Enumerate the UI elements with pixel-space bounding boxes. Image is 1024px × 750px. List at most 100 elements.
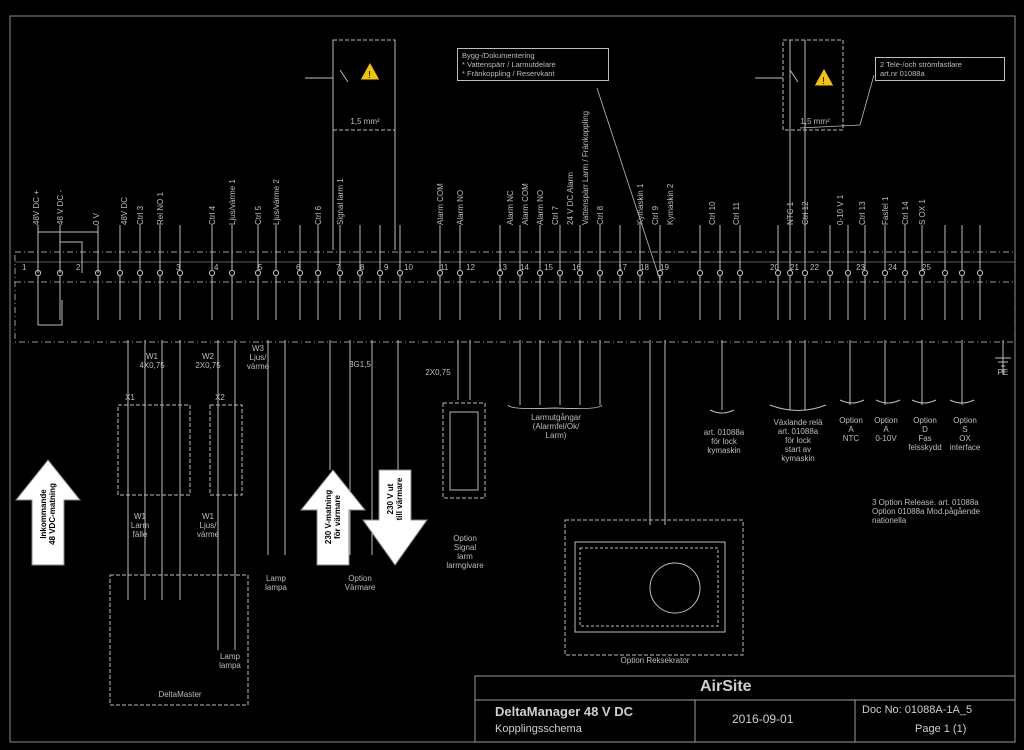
terminal-contact	[901, 269, 909, 277]
wire-label-w5: 2X0,75	[425, 368, 451, 377]
w-label-2: W1 Ljus/ värme	[196, 512, 220, 539]
terminal-contact	[881, 269, 889, 277]
supply-arrow-down	[362, 469, 428, 566]
terminal-contact	[774, 269, 782, 277]
sheet-border	[9, 15, 1016, 743]
terminal-number: 2	[76, 263, 81, 272]
page-number: Page 1 (1)	[915, 723, 967, 735]
option-0-10v-label: Option A 0-10V	[874, 416, 898, 443]
terminal-number: 18	[640, 263, 649, 272]
terminal-contact	[456, 269, 464, 277]
terminal-number: 12	[466, 263, 475, 272]
terminal-number: 22	[810, 263, 819, 272]
supply-arrow-label: 230 V-matning för värmare	[324, 489, 342, 545]
terminal-label: 24 V DC Alarm	[566, 172, 575, 225]
terminal-number: 20	[770, 263, 779, 272]
alarm-brace	[507, 404, 603, 410]
connector-x1-label: X1	[125, 393, 135, 402]
rekuperator-box	[564, 519, 744, 656]
terminal-contact	[228, 269, 236, 277]
terminal-contact	[376, 269, 384, 277]
terminal-contact	[516, 269, 524, 277]
terminal-contact	[716, 269, 724, 277]
lamp-label: Lamp lampa	[265, 574, 287, 592]
option-sox-label: Option S OX interface	[949, 416, 981, 452]
terminal-label: Ctrl 8	[596, 205, 605, 225]
dimension-label: 1,5 mm²	[800, 117, 830, 126]
terminal-label: Kymaskin 1	[636, 183, 645, 225]
terminal-label: Signal larm 1	[336, 178, 345, 225]
terminal-contact	[736, 269, 744, 277]
terminal-contact	[436, 269, 444, 277]
terminal-contact	[576, 269, 584, 277]
terminal-label: Alarm NC	[506, 190, 515, 225]
terminal-label: Ctrl 4	[208, 205, 217, 225]
terminal-label: Ctrl 11	[732, 202, 741, 225]
terminal-contact	[786, 269, 794, 277]
terminal-label: Alarm NO	[536, 189, 545, 225]
terminal-contact	[254, 269, 262, 277]
terminal-contact	[826, 269, 834, 277]
terminal-contact	[208, 269, 216, 277]
terminal-label: Ctrl 7	[551, 205, 560, 225]
terminal-label: Ctrl 6	[314, 205, 323, 225]
terminal-label: 0-10 V 1	[836, 194, 845, 225]
terminal-contact	[918, 269, 926, 277]
heater-arrow-label: 230 V ut till värmare	[386, 477, 404, 521]
rekuperator-label: Option Reksekrator	[620, 656, 690, 665]
terminal-number: 17	[618, 263, 627, 272]
terminal-label: Alarm NO	[456, 189, 465, 225]
note-box-2: 2 Tele-/och strömfastlare art.nr 01088a	[875, 57, 1005, 81]
terminal-label: Vattenspärr Larm / Fränkoppling	[581, 110, 590, 225]
product-title: DeltaManager 48 V DC	[495, 704, 633, 719]
terminal-contact	[336, 269, 344, 277]
terminal-label: Ctrl 12	[801, 201, 810, 225]
terminal-contact	[536, 269, 544, 277]
w-label-1: W1 Larm fälle	[130, 512, 150, 539]
terminal-number: 5	[258, 263, 263, 272]
lamp-label-2: Lamp lampa	[219, 652, 241, 670]
input-arrow-label: Inkommande 48 VDC-matning	[39, 483, 57, 545]
wire-label-w4: 3G1,5	[349, 360, 371, 369]
terminal-label: Ctrl 9	[651, 205, 660, 225]
terminal-number: 6	[296, 263, 301, 272]
title-block	[474, 675, 1016, 743]
terminal-number: 9	[384, 263, 389, 272]
terminal-label: 48V DC +	[32, 190, 41, 225]
wire-label-w1: W1 4X0,75	[139, 352, 165, 370]
terminal-contact	[314, 269, 322, 277]
terminal-contact	[556, 269, 564, 277]
terminal-contacts	[34, 225, 984, 320]
terminal-label: Ctrl 5	[254, 205, 263, 225]
deltamaster-label: DeltaMaster	[158, 690, 202, 699]
wire-label-w2: W2 2X0,75	[195, 352, 221, 370]
warning-icon: !	[359, 60, 381, 81]
terminal-contact	[801, 269, 809, 277]
terminal-number: 23	[856, 263, 865, 272]
terminal-label: 0 V	[92, 212, 101, 225]
heater-option-label: Option Värmare	[344, 574, 376, 592]
terminal-label: NTC 1	[786, 201, 795, 225]
terminal-label: S OX 1	[918, 199, 927, 225]
terminal-label: Fasfel 1	[881, 196, 890, 225]
terminal-contact	[176, 269, 184, 277]
terminal-label: Ljus/värme 2	[272, 179, 281, 225]
terminal-contact	[296, 269, 304, 277]
alarm-outputs-label: Larmutgångar (Alarmfel/Ok/ Larm)	[531, 413, 581, 440]
terminal-contact	[844, 269, 852, 277]
terminal-label: Alarm COM	[436, 183, 445, 225]
relay-label-1: art. 01088a för lock kymaskin	[703, 428, 745, 455]
fuse-box-2	[755, 39, 844, 250]
supply-arrow-up	[299, 469, 367, 566]
terminal-contact	[272, 269, 280, 277]
option-phase-label: Option D Fas felsskydd	[908, 416, 942, 452]
terminal-contact	[636, 269, 644, 277]
bridge-wire	[37, 231, 99, 273]
company-name: AirSite	[700, 678, 752, 695]
option-ntc-label: Option A NTC	[839, 416, 863, 443]
terminal-number: 3	[176, 263, 181, 272]
terminal-label: Alarm COM	[521, 183, 530, 225]
ground-icon	[995, 357, 1011, 367]
connector-x2	[209, 404, 243, 496]
terminal-label: 48V DC	[120, 196, 129, 225]
